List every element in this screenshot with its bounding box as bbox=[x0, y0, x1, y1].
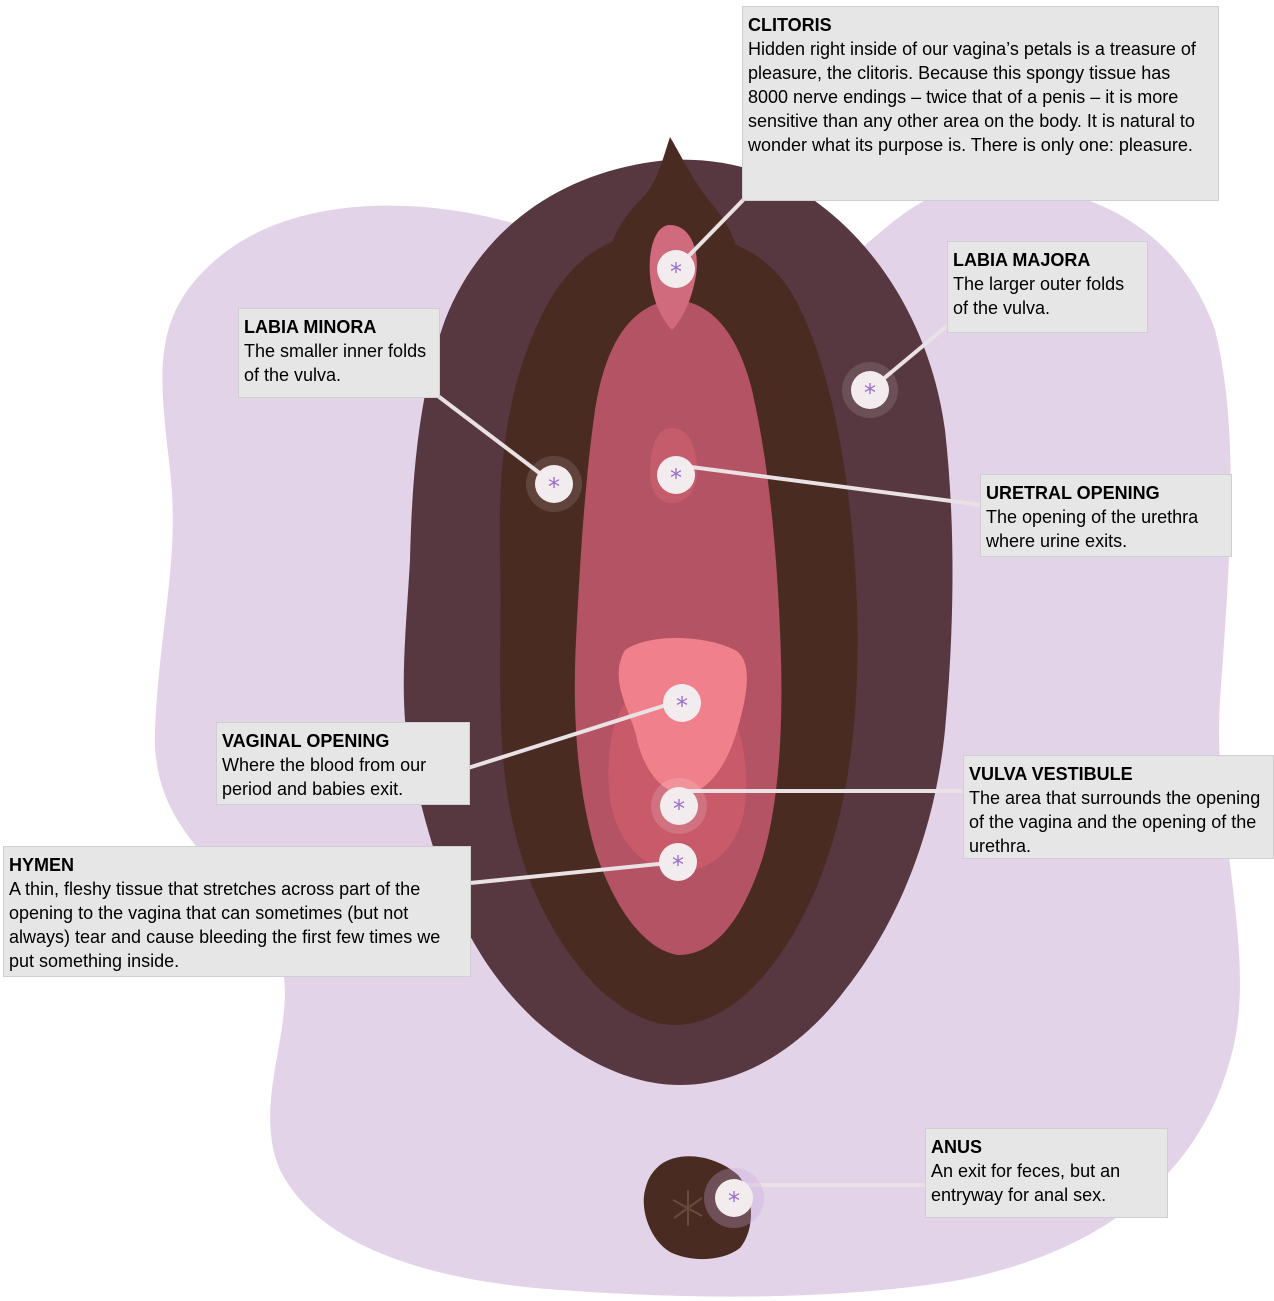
label-labia-minora: LABIA MINORA The smaller inner folds of … bbox=[239, 309, 439, 397]
label-hymen: HYMEN A thin, fleshy tissue that stretch… bbox=[4, 847, 470, 976]
label-description: An exit for feces, but an entryway for a… bbox=[931, 1159, 1160, 1207]
label-anus: ANUS An exit for feces, but an entryway … bbox=[926, 1129, 1167, 1217]
asterisk-icon: * bbox=[670, 258, 682, 286]
hotspot-marker-hymen[interactable]: * bbox=[659, 843, 697, 881]
label-title: LABIA MAJORA bbox=[953, 248, 1140, 272]
label-uretral-opening: URETRAL OPENING The opening of the ureth… bbox=[981, 475, 1231, 556]
label-title: VULVA VESTIBULE bbox=[969, 762, 1266, 786]
hotspot-marker-anus[interactable]: * bbox=[704, 1168, 764, 1228]
label-vulva-vestibule: VULVA VESTIBULE The area that surrounds … bbox=[964, 756, 1273, 858]
label-title: URETRAL OPENING bbox=[986, 481, 1224, 505]
label-title: ANUS bbox=[931, 1135, 1160, 1159]
asterisk-icon: * bbox=[728, 1187, 740, 1215]
label-description: The opening of the urethra where urine e… bbox=[986, 505, 1224, 553]
label-vaginal-opening: VAGINAL OPENING Where the blood from our… bbox=[217, 723, 469, 804]
label-description: The area that surrounds the opening of t… bbox=[969, 786, 1266, 858]
asterisk-icon: * bbox=[676, 692, 688, 720]
hotspot-marker-labia-minora[interactable]: * bbox=[526, 456, 582, 512]
hotspot-marker-labia-majora[interactable]: * bbox=[842, 362, 898, 418]
label-description: Where the blood from our period and babi… bbox=[222, 753, 462, 801]
label-title: HYMEN bbox=[9, 853, 463, 877]
label-labia-majora: LABIA MAJORA The larger outer folds of t… bbox=[948, 242, 1147, 332]
hotspot-marker-vaginal-opening[interactable]: * bbox=[663, 684, 701, 722]
asterisk-icon: * bbox=[672, 851, 684, 879]
label-description: The larger outer folds of the vulva. bbox=[953, 272, 1140, 320]
asterisk-icon: * bbox=[548, 473, 560, 501]
hotspot-marker-clitoris[interactable]: * bbox=[657, 250, 695, 288]
label-clitoris: CLITORIS Hidden right inside of our vagi… bbox=[743, 7, 1218, 200]
label-description: A thin, fleshy tissue that stretches acr… bbox=[9, 877, 463, 973]
asterisk-icon: * bbox=[670, 464, 682, 492]
asterisk-icon: * bbox=[673, 795, 685, 823]
hotspot-marker-uretral-opening[interactable]: * bbox=[657, 456, 695, 494]
asterisk-icon: * bbox=[864, 379, 876, 407]
label-title: VAGINAL OPENING bbox=[222, 729, 462, 753]
hotspot-marker-vulva-vestibule[interactable]: * bbox=[651, 778, 707, 834]
label-description: Hidden right inside of our vagina’s peta… bbox=[748, 37, 1211, 157]
label-description: The smaller inner folds of the vulva. bbox=[244, 339, 432, 387]
label-title: CLITORIS bbox=[748, 13, 1211, 37]
label-title: LABIA MINORA bbox=[244, 315, 432, 339]
